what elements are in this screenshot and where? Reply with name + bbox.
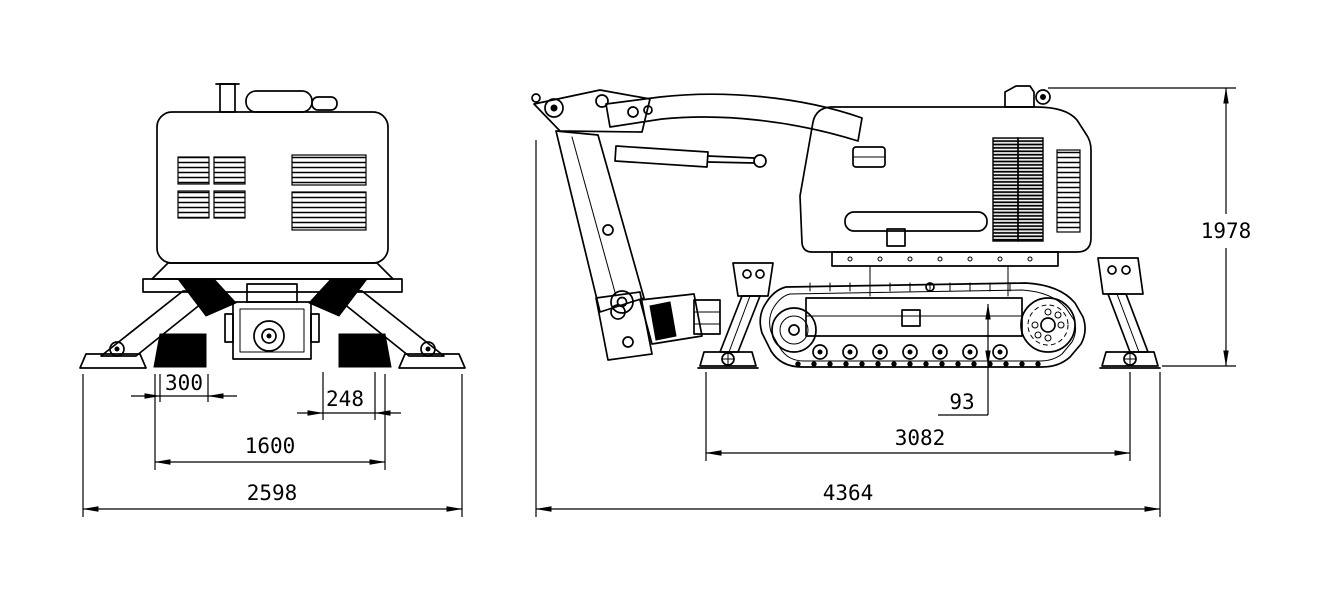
undercarriage-front [142, 262, 403, 368]
dimension-300: 300 [131, 371, 237, 402]
dimension-3082: 3082 [705, 372, 1131, 461]
turntable [831, 251, 1059, 297]
drive-sprocket [1020, 297, 1076, 353]
exhaust-assembly [215, 83, 338, 113]
dimension-1978: 1978 [1048, 87, 1252, 367]
track-assembly [759, 282, 1086, 368]
beacon [1004, 85, 1035, 108]
front-view: 300 248 1600 2598 [79, 83, 466, 517]
dim-label-overall-height: 1978 [1201, 219, 1252, 243]
dim-label-center-offset: 300 [165, 371, 203, 395]
dim-label-overall-length: 4364 [823, 481, 874, 505]
outrigger-front-right [327, 290, 466, 369]
dim-label-track-length: 3082 [895, 426, 946, 450]
dimension-2598: 2598 [82, 374, 463, 517]
louver-vents-front [177, 154, 367, 231]
dim-label-ground-clearance: 93 [949, 390, 974, 414]
dimension-248: 248 [297, 372, 401, 420]
dimension-1600: 1600 [154, 374, 386, 470]
side-vent [1056, 149, 1081, 233]
tool-linkage [595, 291, 721, 361]
rotation-gearbox [224, 283, 320, 360]
dim-label-pad-width: 248 [326, 387, 364, 411]
handle-bar [844, 211, 988, 232]
dim-label-overall-width: 2598 [247, 481, 298, 505]
dimension-93: 93 [938, 303, 991, 416]
dim-label-inner-span: 1600 [245, 434, 296, 458]
outrigger-side-rear [1097, 257, 1161, 369]
outrigger-front-left [79, 290, 218, 369]
idler-wheel [771, 307, 817, 353]
outrigger-side-front [697, 262, 774, 369]
engine-housing-side [799, 85, 1092, 253]
engine-housing-front [156, 111, 389, 264]
side-view: 1978 93 3082 4364 [531, 85, 1252, 517]
dimension-4364: 4364 [535, 140, 1161, 517]
boom-assembly [531, 89, 863, 314]
